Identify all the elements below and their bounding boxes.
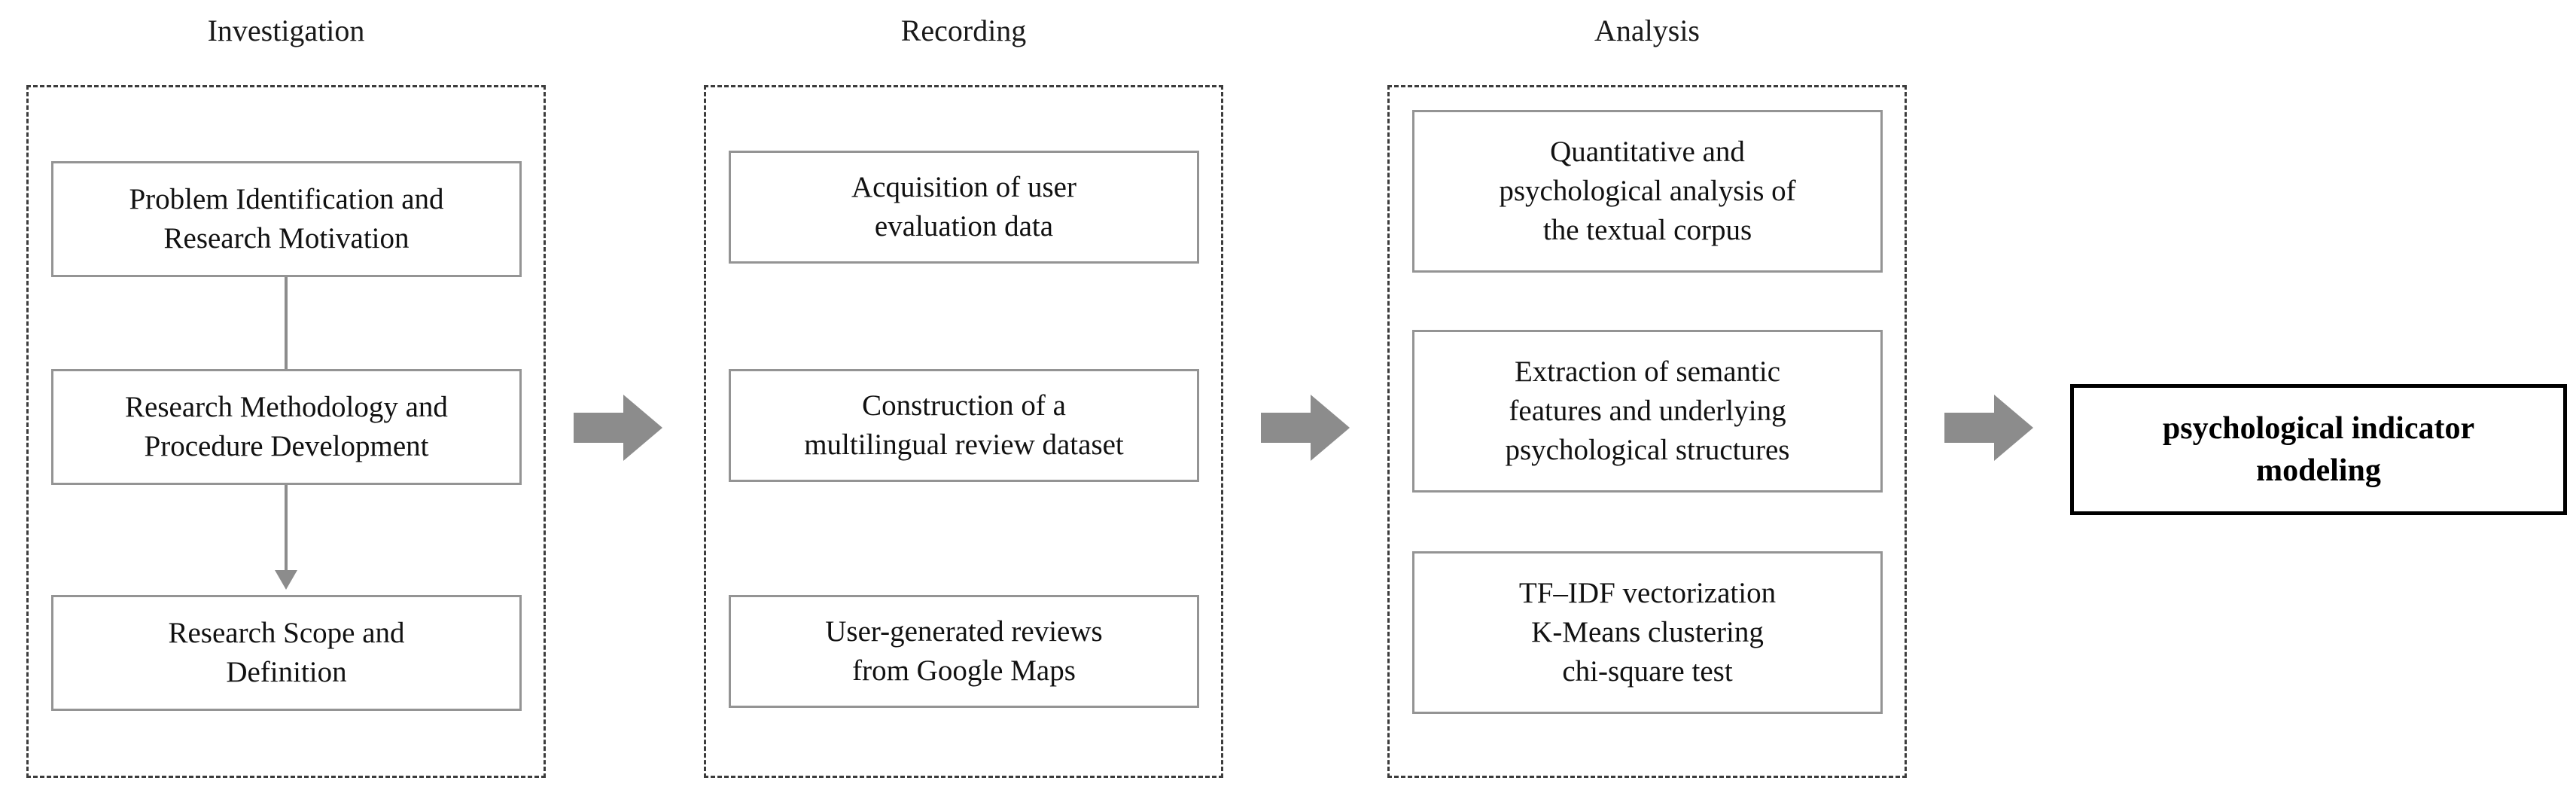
phase-title-analysis: Analysis (1594, 14, 1700, 47)
step-label-quantitative-psychological-analysis: Quantitative and psychological analysis … (1499, 136, 1796, 246)
step-box-semantic-feature-extraction[interactable]: Extraction of semantic features and unde… (1412, 330, 1883, 493)
arrow-investigation-to-recording (574, 392, 662, 464)
phase-title-recording: Recording (900, 14, 1027, 47)
step-box-research-scope[interactable]: Research Scope and Definition (51, 595, 522, 711)
phase-analysis: Analysis Quantitative and psychological … (1387, 0, 1907, 796)
step-label-user-generated-reviews: User-generated reviews from Google Maps (825, 615, 1103, 687)
phase-container-analysis (1387, 85, 1907, 778)
connector-arrowhead-icon (275, 570, 297, 590)
phase-recording: Recording Acquisition of user evaluation… (704, 0, 1223, 796)
step-label-acquisition-user-evaluation-data: Acquisition of user evaluation data (851, 171, 1076, 242)
arrow-analysis-to-outcome (1944, 392, 2033, 464)
step-label-research-methodology: Research Methodology and Procedure Devel… (125, 391, 448, 462)
step-box-user-generated-reviews[interactable]: User-generated reviews from Google Maps (729, 595, 1199, 708)
phase-investigation: Investigation Problem Identification and… (26, 0, 546, 796)
step-box-problem-identification[interactable]: Problem Identification and Research Moti… (51, 161, 522, 277)
step-box-acquisition-user-evaluation-data[interactable]: Acquisition of user evaluation data (729, 151, 1199, 264)
phase-container-recording (704, 85, 1223, 778)
connector-line-step2-step3 (285, 485, 288, 572)
phase-container-investigation (26, 85, 546, 778)
arrow-recording-to-analysis (1261, 392, 1350, 464)
outcome-label: psychological indicator modeling (2162, 411, 2475, 488)
step-label-tfidf-kmeans-chisquare: TF–IDF vectorization K-Means clustering … (1518, 577, 1777, 688)
step-label-problem-identification: Problem Identification and Research Moti… (129, 183, 444, 255)
step-label-semantic-feature-extraction: Extraction of semantic features and unde… (1505, 355, 1790, 466)
step-label-research-scope: Research Scope and Definition (168, 617, 405, 688)
step-box-research-methodology[interactable]: Research Methodology and Procedure Devel… (51, 369, 522, 485)
step-label-multilingual-review-dataset: Construction of a multilingual review da… (804, 389, 1124, 461)
step-box-multilingual-review-dataset[interactable]: Construction of a multilingual review da… (729, 369, 1199, 482)
phase-title-investigation: Investigation (207, 14, 365, 47)
outcome-box-psychological-indicator-modeling[interactable]: psychological indicator modeling (2070, 384, 2567, 515)
step-box-tfidf-kmeans-chisquare[interactable]: TF–IDF vectorization K-Means clustering … (1412, 551, 1883, 714)
step-box-quantitative-psychological-analysis[interactable]: Quantitative and psychological analysis … (1412, 110, 1883, 273)
connector-line-step1-step2 (285, 277, 288, 369)
